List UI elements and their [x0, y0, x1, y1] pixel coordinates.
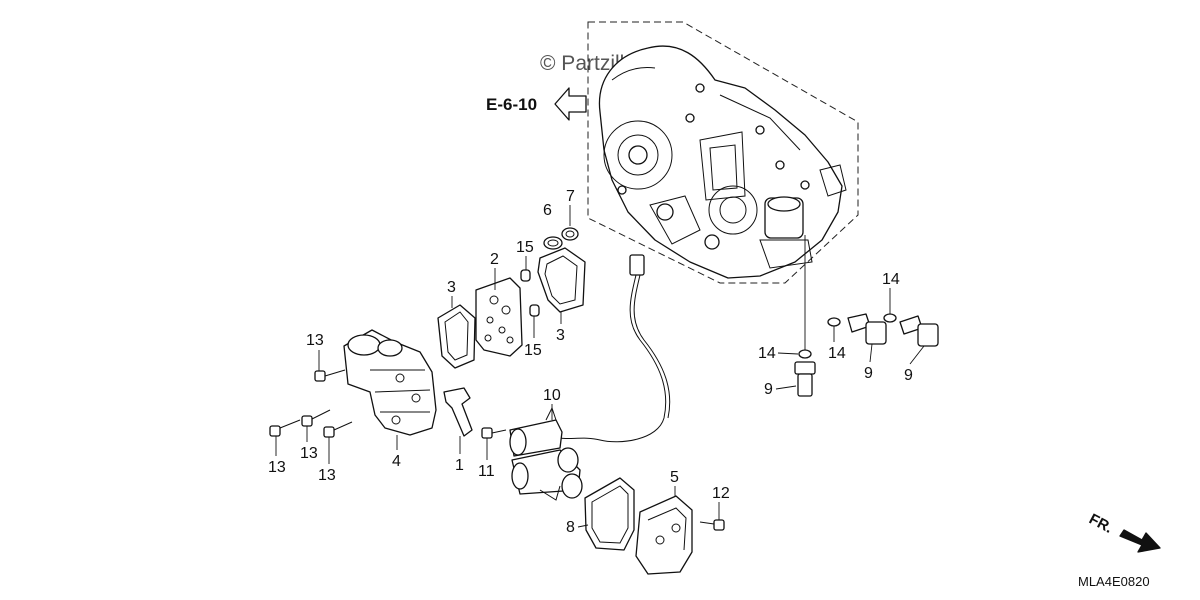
part-9-sensor-a[interactable]	[794, 361, 816, 397]
part-11-bolt[interactable]	[481, 427, 507, 439]
leader-9-b	[869, 343, 873, 363]
callout-13-b: 13	[268, 459, 286, 476]
part-14-washer-c[interactable]	[883, 313, 897, 323]
callout-3-left: 3	[447, 279, 456, 296]
part-5-cover[interactable]	[635, 495, 693, 575]
part-13-bolt-b[interactable]	[269, 419, 301, 437]
transmission-case	[598, 45, 847, 279]
callout-1: 1	[455, 457, 464, 474]
callout-13-a: 13	[306, 332, 324, 349]
part-14-washer-a[interactable]	[798, 349, 812, 359]
leader-9-c	[909, 345, 925, 365]
part-7-collar[interactable]	[561, 227, 579, 241]
callout-10: 10	[543, 387, 561, 404]
part-6-o-ring[interactable]	[543, 236, 563, 250]
callout-7: 7	[566, 188, 575, 205]
part-12-bolt[interactable]	[699, 519, 725, 531]
leader-8	[577, 524, 589, 528]
callout-9-c: 9	[904, 367, 913, 384]
part-3-gasket-left[interactable]	[437, 304, 476, 369]
reference-label: E-6-10	[486, 95, 537, 114]
callout-15-upper: 15	[516, 239, 534, 256]
reference-arrow-icon	[554, 87, 587, 121]
callout-15-lower: 15	[524, 342, 542, 359]
callout-5: 5	[670, 469, 679, 486]
leader-14-a	[777, 352, 799, 355]
callout-9-a: 9	[764, 381, 773, 398]
part-13-bolt-a[interactable]	[314, 369, 346, 382]
callout-13-d: 13	[318, 467, 336, 484]
front-arrow-icon	[1119, 529, 1161, 553]
callout-14-c: 14	[882, 271, 900, 288]
part-15-dowel-pin-upper[interactable]	[520, 269, 531, 282]
assembly-outline	[587, 21, 859, 284]
part-8-cover-gasket[interactable]	[584, 477, 635, 551]
callout-8: 8	[566, 519, 575, 536]
callout-2: 2	[490, 251, 499, 268]
callout-9-b: 9	[864, 365, 873, 382]
callout-14-a: 14	[758, 345, 776, 362]
part-4-valve-body[interactable]	[343, 329, 437, 436]
front-indicator: FR.	[1086, 511, 1161, 553]
callout-13-c: 13	[300, 445, 318, 462]
part-9-sensor-c[interactable]	[899, 315, 939, 347]
part-13-bolt-c[interactable]	[301, 409, 331, 427]
diagram-code: MLA4E0820	[1078, 574, 1150, 589]
callout-6: 6	[543, 202, 552, 219]
callout-11: 11	[478, 463, 495, 480]
callout-12: 12	[712, 485, 730, 502]
callout-14-b: 14	[828, 345, 846, 362]
part-2-separator-plate[interactable]	[475, 277, 523, 357]
part-9-sensor-b[interactable]	[847, 313, 887, 345]
front-label: FR.	[1086, 511, 1115, 537]
part-13-bolt-d[interactable]	[323, 421, 353, 438]
part-15-dowel-pin-lower[interactable]	[529, 304, 540, 317]
callout-3-right: 3	[556, 327, 565, 344]
part-14-washer-b[interactable]	[827, 317, 841, 327]
leader-9-a	[775, 385, 797, 390]
callout-4: 4	[392, 453, 401, 470]
part-1-clip[interactable]	[443, 387, 473, 437]
part-3-gasket-right[interactable]	[537, 247, 586, 313]
part-10-wire-harness[interactable]	[509, 254, 671, 501]
reference-arrow[interactable]: E-6-10	[486, 87, 587, 121]
